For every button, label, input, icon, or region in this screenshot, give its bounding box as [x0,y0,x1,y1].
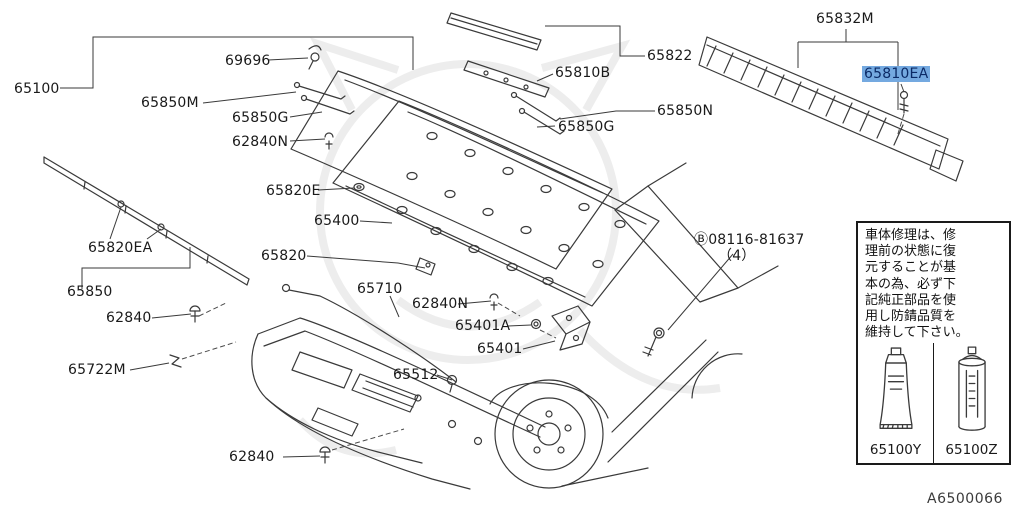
screw-65810ea-art [899,90,909,114]
rod-65850n-art [510,91,565,135]
seal-strip-65810b-art [463,60,550,98]
front-wheel-art [494,379,604,489]
part-label-65100y: 65100Y [869,442,922,459]
grommet-65820e-art [353,182,365,192]
prop-rod-65710-art [281,283,458,393]
diagram-ref-code: A6500066 [927,491,1003,507]
spray-can-cell [933,343,1009,440]
clip-69696-art [308,45,322,70]
bracket-65820-art [415,257,436,276]
clip-62840n-left-art [324,132,334,150]
hinge-65401-art [530,305,591,351]
parts-art [43,12,964,490]
rod-65850m-art [293,81,355,115]
sealant-tube-icon [878,347,913,430]
repair-note-text: 車体修理は、修 理前の状態に復 元することが基 本の為、必ず下 記純正部品を使 … [865,228,969,341]
repair-note-box: 車体修理は、修 理前の状態に復 元することが基 本の為、必ず下 記純正部品を使 … [856,221,1011,465]
clip-62840n-mid-art [489,293,499,311]
part-label-65100z: 65100Z [933,439,1009,464]
spray-can-icon [957,346,986,432]
repair-note-part-numbers: 65100Y 65100Z [858,439,1009,464]
car-body-art [251,162,779,490]
hood-inner-panel-art [332,100,660,307]
clip-65722m-art [169,354,182,368]
sealant-tube-cell [858,343,933,439]
hood-outer-panel-art [290,70,613,270]
bolt-08116-art [642,327,665,357]
seal-strip-65850-art [43,156,250,286]
moulding-strip-65822-art [446,12,542,51]
cowl-top-grille-art [698,36,964,182]
watermark-art [297,37,721,458]
grommet-62840-left-art [189,305,201,323]
dashed-assembly-lines [181,113,905,451]
grommet-62840-bottom-art [319,446,331,464]
repair-note-products [858,343,1009,440]
leader-lines [60,25,905,458]
